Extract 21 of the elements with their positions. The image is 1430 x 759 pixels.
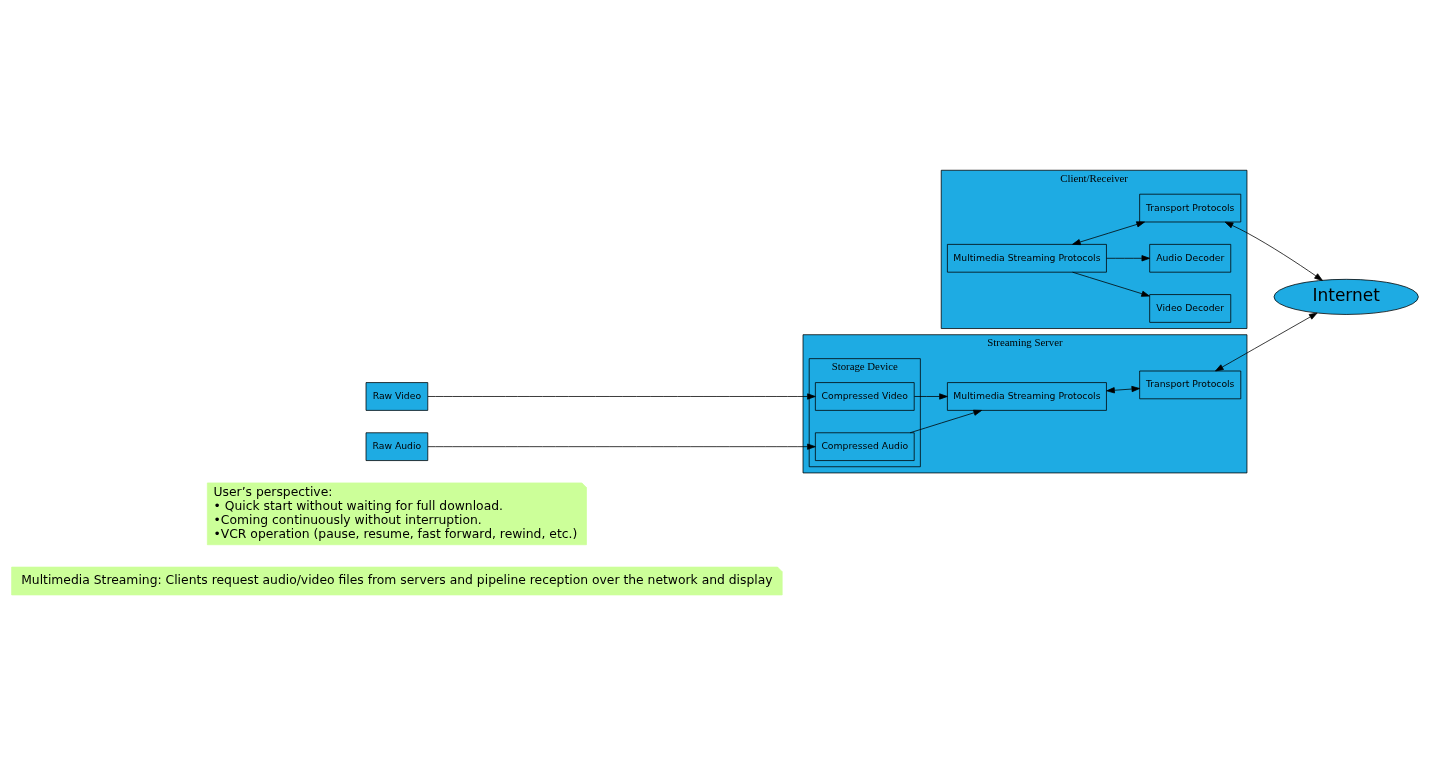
arrow [1072, 271, 1150, 297]
node-box: Audio Decoder [1149, 244, 1232, 273]
arrow [914, 393, 948, 400]
arrow [427, 443, 816, 450]
node-box: Compressed Video [815, 382, 915, 411]
node-box: Transport Protocols [1139, 370, 1242, 400]
node-box: Multimedia Streaming Protocols [947, 382, 1107, 411]
node-box: Transport Protocols [1139, 193, 1242, 223]
arrow [909, 409, 982, 434]
arrow [1106, 385, 1141, 394]
arrow [1106, 255, 1151, 262]
node-box: Multimedia Streaming Protocols [947, 244, 1107, 273]
arrow [427, 393, 816, 400]
node-box: Raw Audio [365, 432, 429, 461]
arrow [1224, 221, 1323, 281]
arrow [1072, 221, 1145, 246]
node-box: Compressed Audio [815, 432, 915, 461]
node-ellipse: Internet [1273, 278, 1419, 315]
arrow [1215, 312, 1318, 372]
node-box: Video Decoder [1149, 294, 1232, 323]
node-box: Raw Video [365, 382, 429, 411]
